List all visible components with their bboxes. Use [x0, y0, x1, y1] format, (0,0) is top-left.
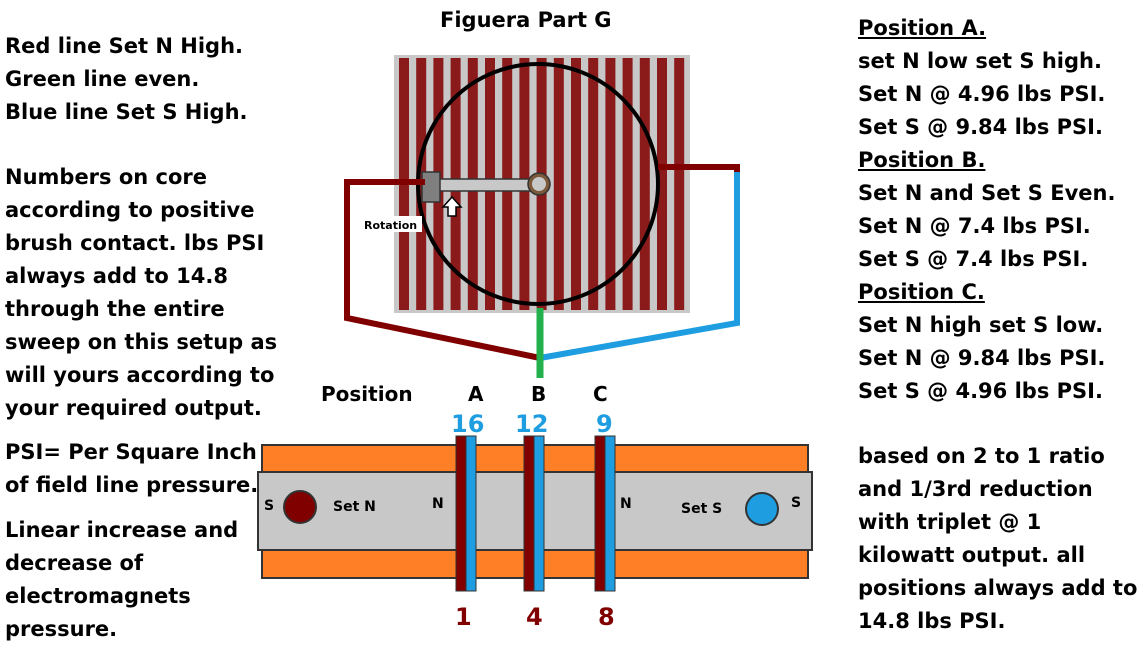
page-title: Figuera Part G: [440, 8, 612, 32]
psi-definition-block: PSI= Per Square Inch of field line press…: [5, 436, 258, 502]
coil-stripe: [639, 58, 650, 310]
legend-lines-block: Red line Set N High. Green line even. Bl…: [5, 30, 248, 129]
position-label: Position: [321, 382, 413, 406]
position-c-heading: Position C.: [858, 280, 985, 304]
core-line: brush contact. lbs PSI: [5, 231, 265, 255]
ratio-line: kilowatt output. all: [858, 543, 1086, 567]
brush-arm: [437, 178, 536, 192]
top-number-c: 9: [596, 410, 613, 438]
core-left-s-label: S: [264, 498, 274, 514]
position-letter-c: C: [593, 382, 608, 406]
core-line: will yours according to: [5, 363, 275, 387]
core-line: sweep on this setup as: [5, 330, 278, 354]
coil-stripe: [605, 58, 616, 310]
top-number-a: 16: [451, 410, 484, 438]
position-letter-b: B: [531, 382, 546, 406]
bottom-number-a: 1: [455, 603, 472, 631]
legend-green-line: Green line even.: [5, 67, 200, 91]
coil-stripe: [553, 58, 564, 310]
pivot-inner: [532, 177, 546, 191]
ratio-block: based on 2 to 1 ratio and 1/3rd reductio…: [858, 440, 1137, 638]
rotation-label-bg: [360, 216, 422, 232]
position-b-line: Set N and Set S Even.: [858, 181, 1116, 205]
legend-red-line: Red line Set N High.: [5, 34, 243, 58]
coil-stripe: [571, 58, 581, 310]
coil-band-a: [455, 435, 477, 592]
core-explanation-block: Numbers on core according to positive br…: [5, 161, 277, 425]
position-a-line: Set S @ 9.84 lbs PSI.: [858, 115, 1103, 139]
linear-line: electromagnets: [5, 584, 191, 608]
position-a-heading: Position A.: [858, 16, 987, 40]
rotation-label: Rotation: [364, 219, 417, 232]
coil-stripe: [674, 58, 685, 310]
linear-line: pressure.: [5, 617, 118, 641]
core-right-s-label: S: [791, 495, 801, 511]
position-a-line: Set N @ 4.96 lbs PSI.: [858, 82, 1106, 106]
position-b-heading: Position B.: [858, 148, 986, 172]
ratio-line: 14.8 lbs PSI.: [858, 609, 1006, 633]
set-n-circle: [283, 490, 317, 524]
position-c-line: Set N @ 9.84 lbs PSI.: [858, 346, 1106, 370]
position-letter-a: A: [468, 382, 484, 406]
core-right-n-label: N: [620, 496, 632, 512]
brush-head: [421, 171, 441, 203]
coil-band-b: [523, 435, 545, 592]
core-line: always add to 14.8: [5, 264, 228, 288]
coil-stripe: [622, 58, 633, 310]
linear-line: decrease of: [5, 551, 144, 575]
psi-line: of field line pressure.: [5, 473, 259, 497]
ratio-line: based on 2 to 1 ratio: [858, 444, 1105, 468]
psi-line: PSI= Per Square Inch: [5, 440, 257, 464]
bottom-number-c: 8: [598, 603, 615, 631]
blue-wire: [539, 172, 740, 361]
bottom-number-b: 4: [526, 603, 543, 631]
core-line: according to positive: [5, 198, 255, 222]
set-s-label: Set S: [681, 501, 722, 517]
positions-block: Position A. set N low set S high. Set N …: [858, 12, 1115, 408]
coil-stripe: [588, 58, 599, 310]
core-line: through the entire: [5, 297, 225, 321]
position-b-line: Set S @ 7.4 lbs PSI.: [858, 247, 1089, 271]
linear-line: Linear increase and: [5, 518, 239, 542]
ratio-line: with triplet @ 1: [858, 510, 1042, 534]
set-n-label: Set N: [333, 499, 376, 515]
core-line: your required output.: [5, 396, 262, 420]
position-a-line: set N low set S high.: [858, 49, 1102, 73]
core-left-n-label: N: [432, 496, 444, 512]
linear-block: Linear increase and decrease of electrom…: [5, 514, 238, 646]
core-line: Numbers on core: [5, 165, 208, 189]
position-b-line: Set N @ 7.4 lbs PSI.: [858, 214, 1091, 238]
ratio-line: and 1/3rd reduction: [858, 477, 1093, 501]
position-c-line: Set S @ 4.96 lbs PSI.: [858, 379, 1103, 403]
coil-band-c: [594, 435, 616, 592]
red-wire-right: [658, 164, 740, 172]
legend-blue-line: Blue line Set S High.: [5, 100, 248, 124]
rotation-arrow-icon: [441, 195, 463, 217]
position-c-line: Set N high set S low.: [858, 313, 1104, 337]
red-wire: [344, 179, 541, 361]
ratio-line: positions always add to: [858, 576, 1138, 600]
coil-stripe: [657, 58, 667, 310]
set-s-circle: [745, 492, 779, 526]
top-number-b: 12: [515, 410, 548, 438]
